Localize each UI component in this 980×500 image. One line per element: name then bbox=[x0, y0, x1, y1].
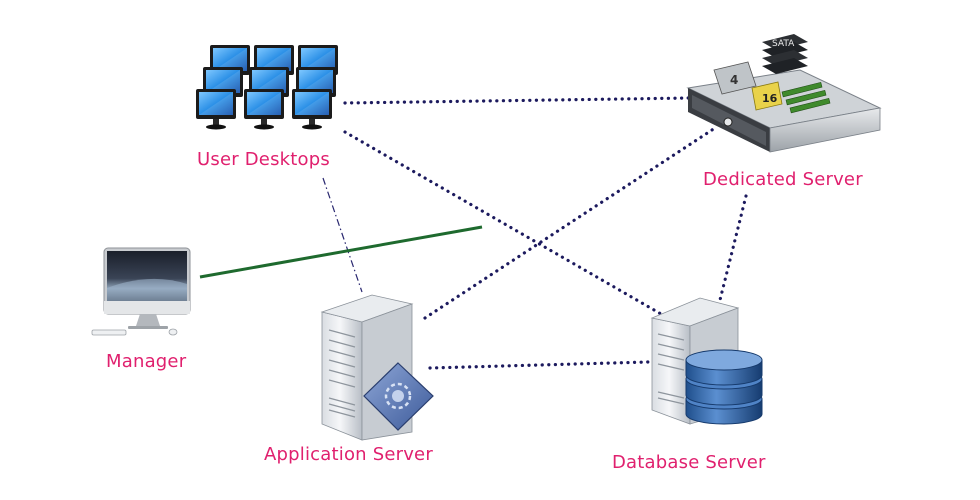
dedicated-server-label: Dedicated Server bbox=[703, 169, 863, 190]
user-desktops-label: User Desktops bbox=[197, 149, 330, 170]
memory-badge: 16 bbox=[762, 92, 778, 105]
imac-icon bbox=[91, 247, 191, 336]
link-desktops-database bbox=[343, 130, 670, 320]
rack-server-icon: 16 4 SATA bbox=[686, 34, 882, 153]
link-desktops-dedicated bbox=[343, 96, 692, 105]
desktop-computers-icon bbox=[196, 45, 338, 130]
link-application-dedicated bbox=[423, 126, 717, 320]
link-manager bbox=[199, 225, 483, 279]
link-dedicated-database bbox=[718, 194, 748, 302]
link-desktops-application bbox=[322, 177, 363, 293]
database-server-icon bbox=[650, 297, 763, 425]
cpu-badge: 4 bbox=[730, 73, 738, 87]
manager-label: Manager bbox=[106, 351, 187, 372]
drive-badge: SATA bbox=[772, 39, 795, 49]
link-application-database bbox=[428, 360, 650, 370]
application-server-label: Application Server bbox=[264, 444, 433, 465]
database-server-label: Database Server bbox=[612, 452, 766, 473]
application-server-icon bbox=[320, 294, 434, 441]
